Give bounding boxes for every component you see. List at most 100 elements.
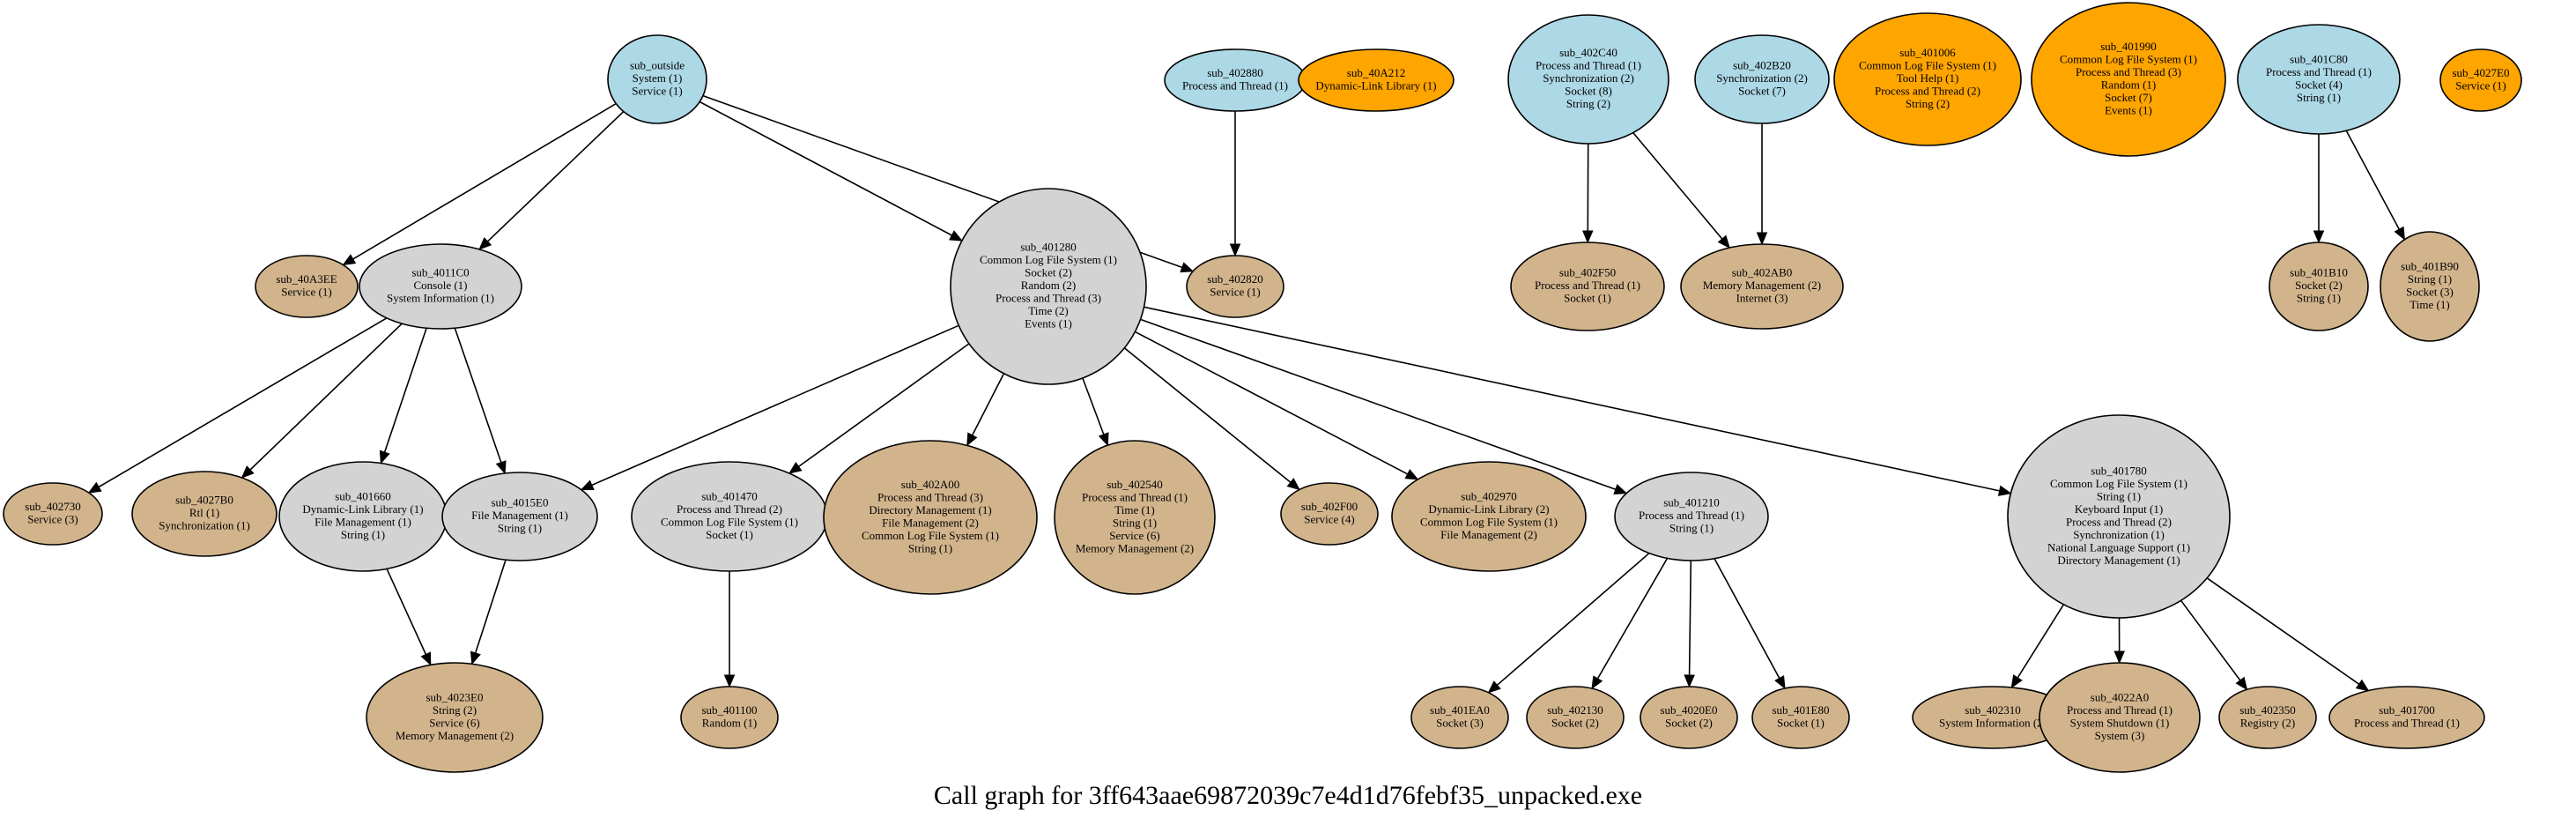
arrowhead-icon [470,650,481,665]
node-api-category: Tool Help (1) [1897,71,1959,85]
arrowhead-icon [241,465,255,479]
node-api-category: Events (1) [1025,316,1072,330]
node-api-category: Socket (3) [2406,285,2454,298]
edge-line [591,324,959,487]
node-ellipse [2439,48,2522,112]
edge-line [98,317,388,488]
node-api-category: String (1) [498,521,542,534]
node-function-name: sub_40A3EE [276,272,337,286]
node-api-category: Process and Thread (1) [1639,509,1744,522]
node-api-category: Memory Management (2) [396,729,514,742]
node-ellipse [1410,686,1509,749]
node-function-name: sub_4020E0 [1661,703,1718,717]
node-api-category: Process and Thread (1) [1182,78,1288,92]
node-api-category: Random (1) [702,716,757,729]
node-ellipse [1280,482,1379,546]
node-api-category: Socket (8) [1565,84,1612,97]
edge-line [383,328,427,453]
arrowhead-icon [2113,650,2125,665]
arrowhead-icon [1404,469,1419,480]
node-ellipse [255,255,359,318]
node-api-category: System (1) [633,71,683,85]
node-api-category: String (2) [1566,97,1610,110]
node-function-name: sub_4022A0 [2091,690,2149,703]
edge-sub_401280-to-sub_401470 [788,343,970,474]
node-function-name: sub_402350 [2239,703,2296,717]
node-api-category: Process and Thread (1) [1536,58,1641,71]
node-function-name: sub_402970 [1461,489,1517,502]
edge-sub_4011C0-to-sub_401660 [379,328,427,465]
arrowhead-icon [2010,674,2023,689]
edge-line [2017,604,2065,679]
node-ellipse [680,686,779,749]
node-function-name: sub_402880 [1207,66,1263,79]
node-function-name: sub_402F00 [1301,500,1358,513]
node-api-category: Process and Thread (2) [2066,515,2172,528]
edge-sub_401280-to-sub_401210 [1140,318,1628,494]
edge-line [2180,599,2241,681]
edge-sub_401210-to-sub_401EA0 [1487,553,1650,694]
edge-sub_outside-to-sub_4011C0 [478,110,625,250]
node-api-category: Service (1) [2455,78,2506,92]
node-api-category: Socket (2) [2295,279,2343,292]
node-ellipse [1680,243,1844,330]
node-ellipse [359,243,522,330]
node-function-name: sub_4023E0 [426,690,484,703]
node-function-name: sub_402AB0 [1732,265,1793,279]
node-api-category: Random (2) [1021,279,1076,292]
node-ellipse [1186,255,1284,318]
arrowhead-icon [379,450,390,465]
node-api-category: Memory Management (2) [1076,541,1194,554]
node-api-category: Service (3) [27,512,78,525]
node-function-name: sub_402A00 [901,478,959,491]
node-function-name: sub_401B90 [2401,259,2459,272]
node-function-name: sub_4027E0 [2453,66,2510,79]
node-ellipse [1833,12,2022,146]
node-api-category: Process and Thread (1) [2266,65,2372,78]
node-api-category: Socket (2) [1551,716,1599,729]
node-function-name: sub_401210 [1663,495,1720,509]
edge-line [1082,377,1105,435]
arrowhead-icon [2394,226,2406,241]
node-ellipse [1298,48,1455,112]
node-ellipse [1054,440,1216,595]
node-function-name: sub_402F50 [1559,265,1616,279]
